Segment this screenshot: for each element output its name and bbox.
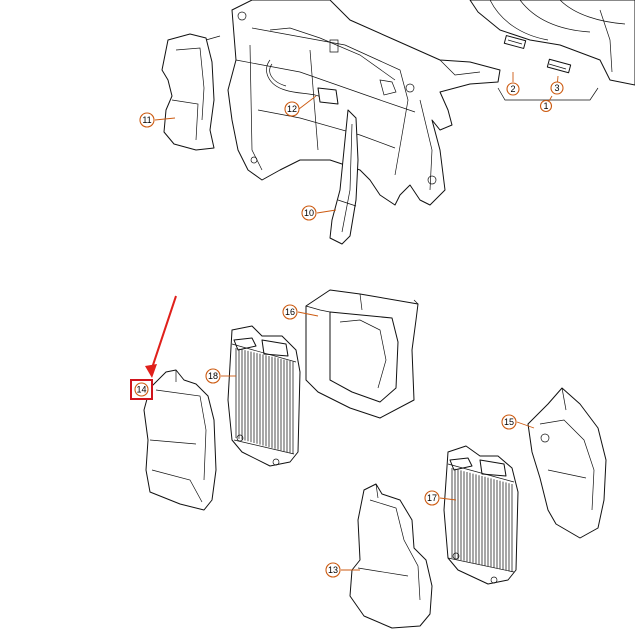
callout-label: 2 [510, 84, 515, 94]
callout-16[interactable]: 16 [282, 304, 298, 320]
highlight-arrow [151, 295, 177, 369]
callout-label: 16 [285, 307, 295, 317]
air-guide-right [527, 387, 607, 539]
callout-label: 15 [504, 417, 514, 427]
callout-2[interactable]: 2 [506, 82, 520, 96]
leader-lines [154, 72, 559, 571]
callout-18[interactable]: 18 [205, 368, 221, 384]
callout-15[interactable]: 15 [501, 414, 517, 430]
callout-1[interactable]: 1 [539, 99, 553, 113]
callout-label: 18 [208, 371, 218, 381]
callout-11[interactable]: 11 [139, 112, 155, 128]
lock-carrier [227, 0, 501, 206]
air-guide-left [161, 33, 221, 151]
callout-label: 14 [136, 385, 146, 395]
callout-label: 3 [554, 83, 559, 93]
callout-12[interactable]: 12 [284, 101, 300, 117]
callout-label: 17 [427, 493, 437, 503]
callout-label: 12 [287, 104, 297, 114]
air-guide-lower [349, 483, 433, 629]
wire-harness [266, 59, 339, 105]
callout-13[interactable]: 13 [325, 562, 341, 578]
callout-label: 10 [304, 208, 314, 218]
air-guide-highlighted [143, 369, 217, 511]
radiator-large [227, 325, 301, 467]
arrow-head-icon [145, 364, 157, 378]
air-guide-strip [329, 109, 359, 245]
callout-17[interactable]: 17 [424, 490, 440, 506]
callout-10[interactable]: 10 [301, 205, 317, 221]
fan-shroud [469, 0, 635, 101]
callout-label: 1 [543, 101, 548, 111]
air-duct-frame [305, 289, 419, 419]
callout-label: 11 [142, 115, 151, 125]
callout-14[interactable]: 14 [130, 295, 177, 400]
radiator-small [443, 445, 519, 585]
callout-label: 13 [328, 565, 338, 575]
callout-3[interactable]: 3 [550, 81, 564, 95]
